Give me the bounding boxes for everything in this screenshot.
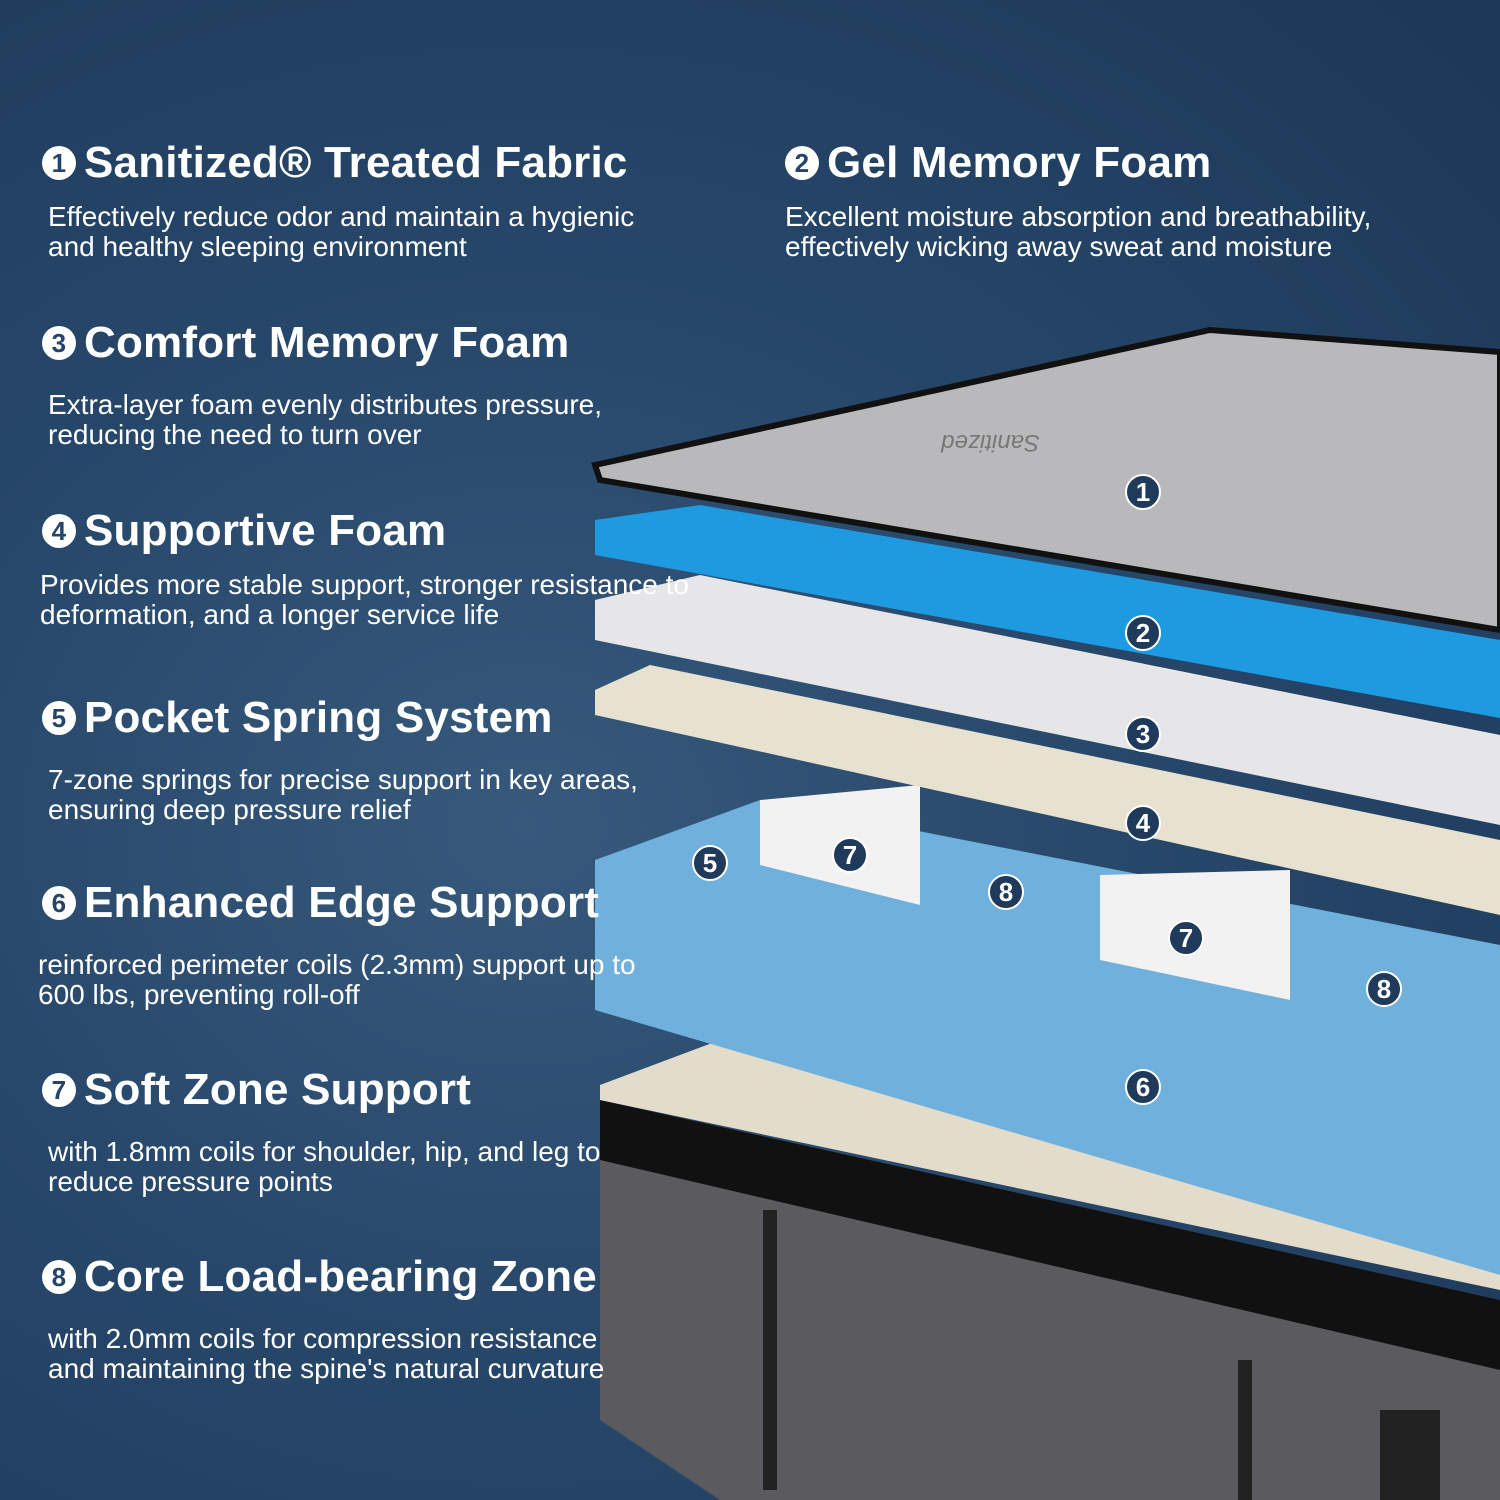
number-icon: 4 [42,514,76,548]
layer-badge-7: 7 [1168,920,1204,956]
feature-description: Provides more stable support, stronger r… [40,569,689,630]
brand-label [1380,1410,1440,1500]
number-icon: 8 [42,1260,76,1294]
gel-foam-layer [595,505,1500,718]
number-icon: 2 [785,146,819,180]
feature-title: Comfort Memory Foam [84,318,570,367]
feature-description: Effectively reduce odor and maintain a h… [48,201,635,262]
feature-title: Gel Memory Foam [827,138,1212,187]
fabric-logo: Sanitized [941,429,1040,456]
layer-badge-6: 6 [1125,1069,1161,1105]
number-icon: 1 [42,146,76,180]
feature-title: Enhanced Edge Support [84,878,600,927]
comfort-foam-layer [595,575,1500,825]
layer-badge-3: 3 [1125,716,1161,752]
bottom-foam-layer [600,1040,1500,1290]
layer-badge-2: 2 [1125,615,1161,651]
number-icon: 6 [42,886,76,920]
number-icon: 5 [42,701,76,735]
feature-title: Pocket Spring System [84,693,553,742]
feature-title: Soft Zone Support [84,1065,472,1114]
feature-description: with 2.0mm coils for compression resista… [48,1323,605,1384]
feature-title: Supportive Foam [84,506,447,555]
base-mattress [600,1100,1500,1500]
layer-badge-8: 8 [988,874,1024,910]
layer-badge-7: 7 [832,837,868,873]
supportive-foam-layer [595,665,1500,915]
layer-badge-8: 8 [1366,971,1402,1007]
feature-description: 7-zone springs for precise support in ke… [48,764,638,825]
feature-title: Core Load-bearing Zone [84,1252,597,1301]
feature-description: Extra-layer foam evenly distributes pres… [48,389,602,450]
layer-badge-4: 4 [1125,805,1161,841]
layer-badge-5: 5 [692,845,728,881]
feature-description: with 1.8mm coils for shoulder, hip, and … [48,1136,601,1197]
feature-description: reinforced perimeter coils (2.3mm) suppo… [38,949,636,1010]
layer-badge-1: 1 [1125,474,1161,510]
feature-title: Sanitized® Treated Fabric [84,138,628,187]
feature-description: Excellent moisture absorption and breath… [785,201,1372,262]
number-icon: 7 [42,1073,76,1107]
number-icon: 3 [42,326,76,360]
fabric-cover-layer: Sanitized [591,326,1500,634]
